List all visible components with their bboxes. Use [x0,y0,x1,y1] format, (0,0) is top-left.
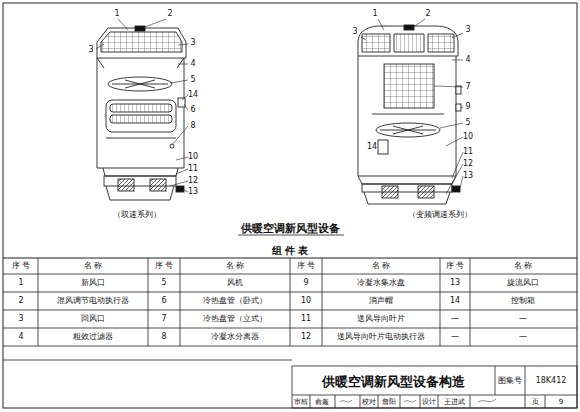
title-block-text: 18K412 [536,377,567,385]
table-cell: 混风调节电动执行器 [57,297,129,305]
table-cell: 5 [161,279,166,287]
table-cell: 14 [450,297,460,305]
table-cell: 11 [301,315,311,323]
table-cell: 风机 [227,279,243,287]
series-caption: （变频调速系列） [408,211,472,219]
table-title: 组 件 表 [272,246,309,256]
title-block-text: 9 [559,399,563,406]
callout-number: 13 [188,188,198,196]
table-cell: 12 [301,333,311,341]
callout-number: 1 [114,10,119,18]
callout-number: 6 [190,106,195,114]
callout-number: 5 [190,76,195,84]
table-cell: 冷凝水分离器 [211,333,259,341]
table-cell: 4 [18,333,23,341]
table-cell: 冷热盘管（立式） [203,315,267,323]
figure-title: 供暖空调新风型设备 [241,223,340,234]
callout-number: 11 [188,165,198,173]
callout-number: 3 [465,26,470,34]
callout-number: 1 [372,10,377,18]
title-block-text: 审核 [294,399,308,406]
table-cell: 送风导向叶片 [357,315,405,323]
table-header: 名 称 [372,262,391,270]
callout-number: 3 [352,28,357,36]
table-cell: 2 [18,297,23,305]
table-cell: 3 [18,315,23,323]
callout-number: 8 [190,122,195,130]
table-cell: 7 [161,315,166,323]
table-cell: 冷凝水集水盘 [357,279,405,287]
table-cell: 粗效过滤器 [73,333,113,341]
title-block-text: 页 [532,399,539,406]
table-header: 名 称 [84,262,103,270]
table-cell: 10 [301,297,311,305]
table-cell: 新风口 [81,279,105,287]
table-cell: 旋流风口 [507,279,539,287]
callout-number: 2 [167,10,172,18]
table-cell: 送风导向叶片电动执行器 [337,333,425,341]
table-header: 序 号 [297,262,316,270]
table-cell: — [519,315,527,323]
table-cell: 8 [161,333,166,341]
callout-number: 5 [465,119,470,127]
table-header: 名 称 [226,262,245,270]
table-cell: 9 [303,279,308,287]
table-cell: 控制箱 [511,297,535,305]
title-block-text: 设计 [422,399,436,406]
sheet-title: 供暖空调新风型设备构造 [322,375,465,388]
table-cell: — [451,333,459,341]
table-cell: 6 [161,297,166,305]
table-cell: — [451,315,459,323]
table-header: 名 称 [514,262,533,270]
table-header: 序 号 [446,262,465,270]
callout-number: 14 [188,91,198,99]
title-block-text: 詹阳 [382,399,396,406]
table-header: 序 号 [155,262,174,270]
callout-number: 7 [465,83,470,91]
callout-number: 2 [425,10,430,18]
callout-number: 12 [188,177,198,185]
callout-number: 11 [463,148,473,156]
callout-number: 4 [190,60,195,68]
table-cell: 1 [18,279,23,287]
table-cell: 回风口 [81,315,105,323]
table-header: 序 号 [12,262,31,270]
callout-number: 12 [463,160,473,168]
callout-number: 4 [465,56,470,64]
callout-number: 14 [367,143,377,151]
callout-number: 3 [190,39,195,47]
series-caption: （双速系列） [113,211,161,219]
title-block-text: 王进武 [444,399,465,406]
callout-number: 3 [88,46,93,54]
callout-number: 9 [465,103,470,111]
table-cell: 13 [450,279,460,287]
table-cell: 消声帽 [369,297,393,305]
title-block-text: 图集号 [498,377,522,385]
table-cell: 冷热盘管（卧式） [203,297,267,305]
callout-number: 13 [463,172,473,180]
title-block-text: 校对 [362,399,376,406]
callout-number: 10 [188,153,198,161]
title-block-text: 俞鑫 [315,399,329,406]
callout-number: 10 [463,133,473,141]
table-cell: — [519,333,527,341]
